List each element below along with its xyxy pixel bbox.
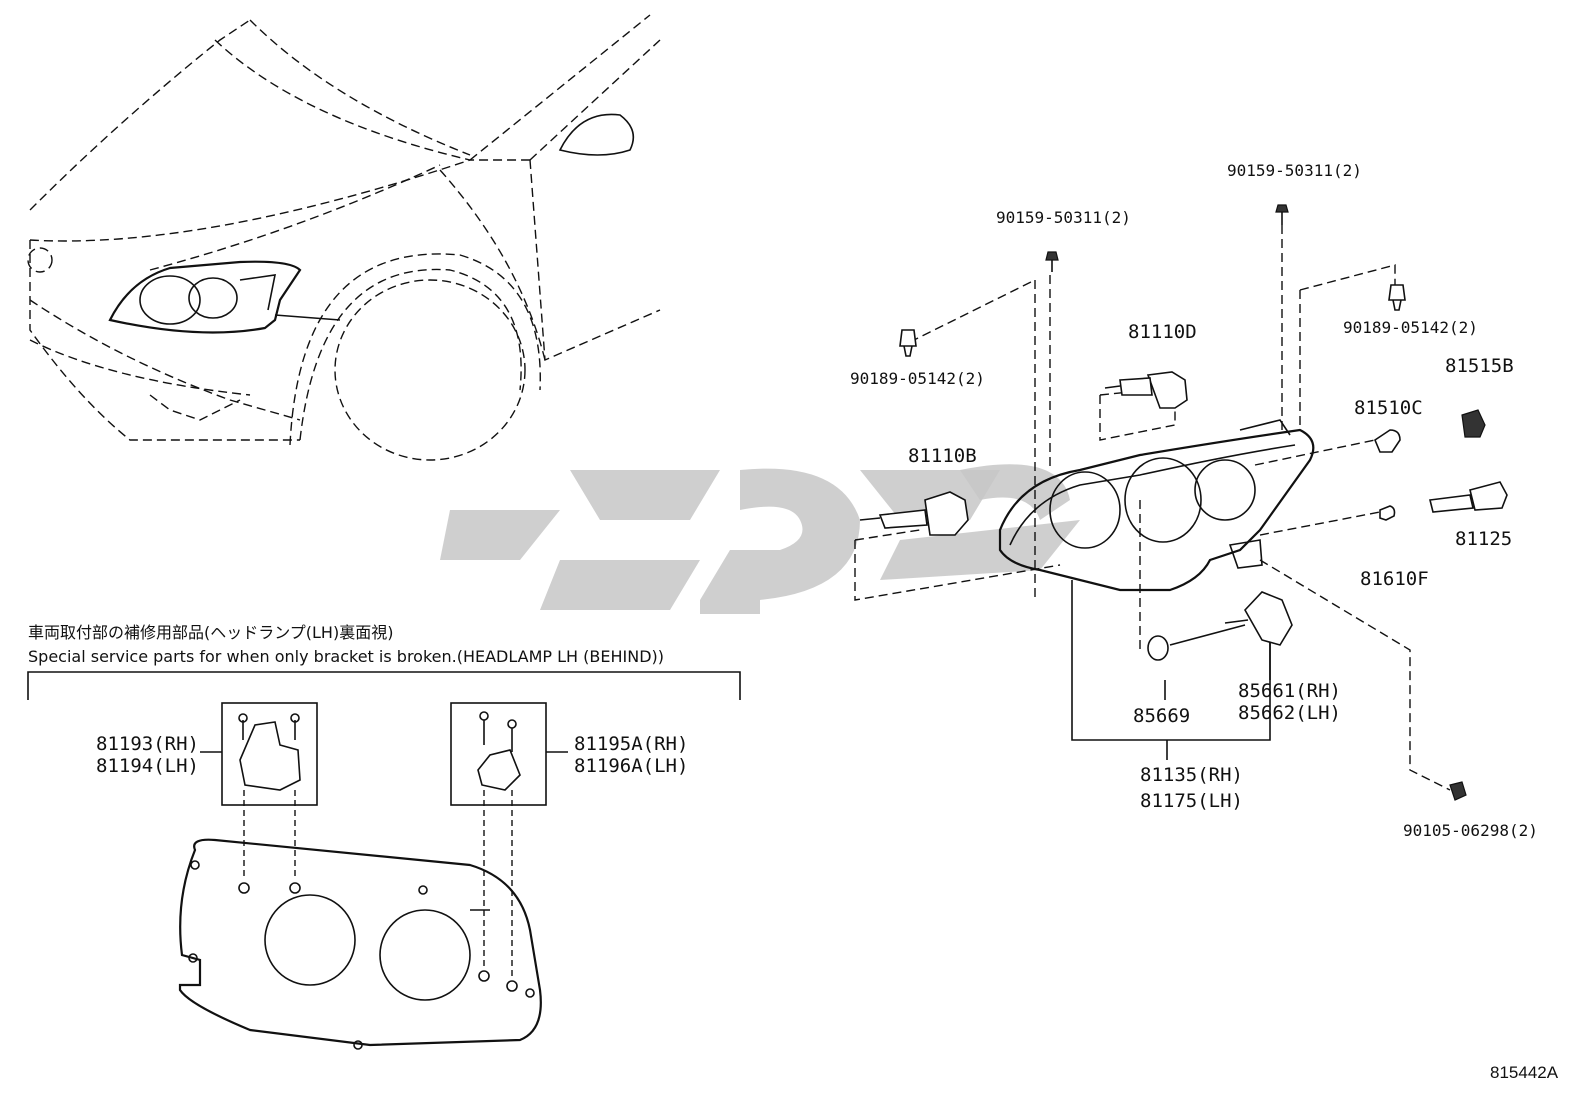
label-90189-left: 90189-05142(2) xyxy=(850,369,985,388)
watermark-logo xyxy=(440,464,1080,614)
label-90105: 90105-06298(2) xyxy=(1403,821,1538,840)
service-parts-section: 車両取付部の補修用部品(ヘッドランプ(LH)裏面視) Special servi… xyxy=(27,623,741,1050)
label-81610F: 81610F xyxy=(1360,568,1429,590)
reference-code: 815442A xyxy=(1490,1063,1559,1082)
headlamp-assembly xyxy=(998,428,1315,592)
note-english: Special service parts for when only brac… xyxy=(28,647,664,666)
label-90189-right: 90189-05142(2) xyxy=(1343,318,1478,337)
bracket-box-lh xyxy=(450,702,547,806)
label-85662: 85662(LH) xyxy=(1238,702,1341,724)
label-81510C: 81510C xyxy=(1354,397,1423,419)
label-81195A: 81195A(RH) xyxy=(574,733,688,755)
label-81110B: 81110B xyxy=(908,445,977,467)
label-81193: 81193(RH) xyxy=(96,733,199,755)
label-85661: 85661(RH) xyxy=(1238,680,1341,702)
label-85669: 85669 xyxy=(1133,705,1190,727)
label-81135: 81135(RH) xyxy=(1140,764,1243,786)
headlamp-exploded-view: 90159-50311(2) 90159-50311(2) 90189-0514… xyxy=(850,161,1538,840)
headlamp-housing-back xyxy=(178,838,542,1047)
note-japanese: 車両取付部の補修用部品(ヘッドランプ(LH)裏面視) xyxy=(28,623,393,642)
bracket-box-rh xyxy=(221,702,318,806)
label-90159-left: 90159-50311(2) xyxy=(996,208,1131,227)
label-90159-top: 90159-50311(2) xyxy=(1227,161,1362,180)
car-front-illustration xyxy=(27,14,661,461)
label-81194: 81194(LH) xyxy=(96,755,199,777)
label-81125: 81125 xyxy=(1455,528,1512,550)
label-81196A: 81196A(LH) xyxy=(574,755,688,777)
label-81175: 81175(LH) xyxy=(1140,790,1243,812)
label-81515B: 81515B xyxy=(1445,355,1514,377)
label-81110D: 81110D xyxy=(1128,321,1197,343)
